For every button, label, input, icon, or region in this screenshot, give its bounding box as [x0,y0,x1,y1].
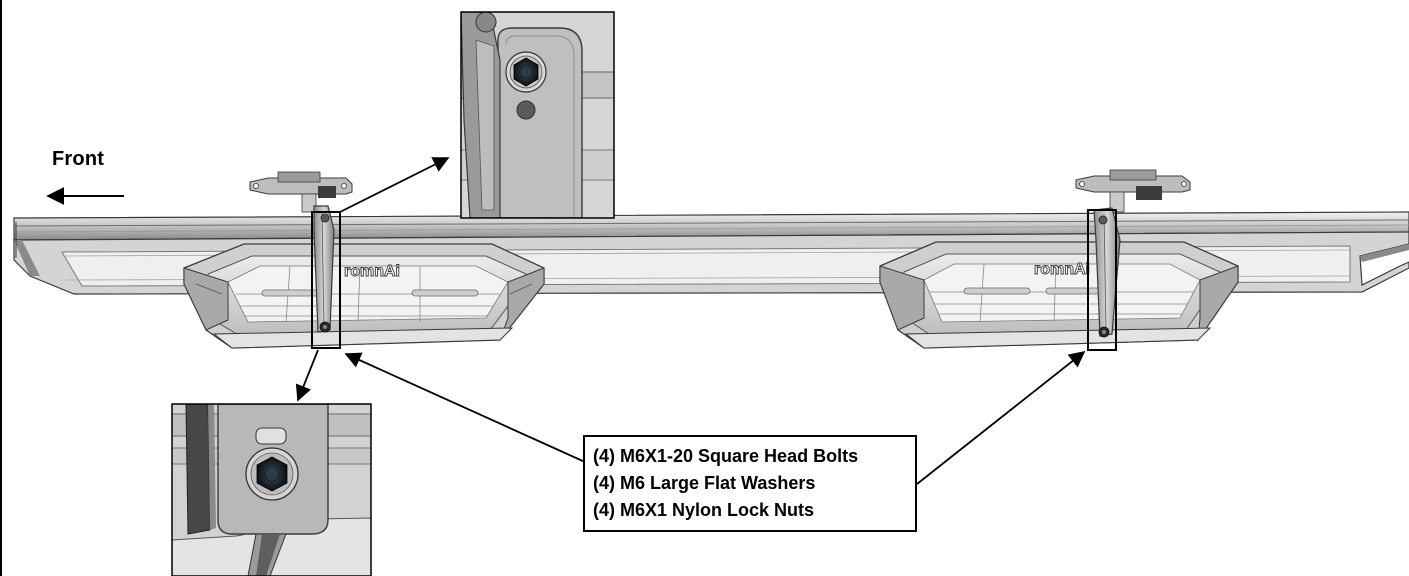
arrow-to-bottom-inset [295,349,319,402]
callout-item-nuts: (4) M6X1 Nylon Lock Nuts [593,500,815,520]
mounting-bracket-right [1075,169,1191,351]
arrow-callout-right [916,350,1086,485]
arrow-to-top-inset [339,157,450,213]
arrow-callout-left [344,352,586,463]
brand-logo-right: romnAi [1034,261,1090,278]
page-border [0,0,2,576]
detail-inset-bottom [171,403,372,576]
mounting-bracket-left [249,171,353,349]
callout-item-bolts: (4) M6X1-20 Square Head Bolts [593,446,859,466]
step-pad-left: romnAi [183,243,545,349]
detail-inset-top [460,11,615,219]
callout-item-washers: (4) M6 Large Flat Washers [593,473,816,493]
front-direction-label: Front [52,148,105,170]
leader-lines [46,157,1086,485]
hardware-callout: (4) M6X1-20 Square Head Bolts (4) M6 Lar… [583,435,917,532]
brand-logo-left: romnAi [344,263,400,280]
step-pad-right: romnAi [879,241,1239,349]
